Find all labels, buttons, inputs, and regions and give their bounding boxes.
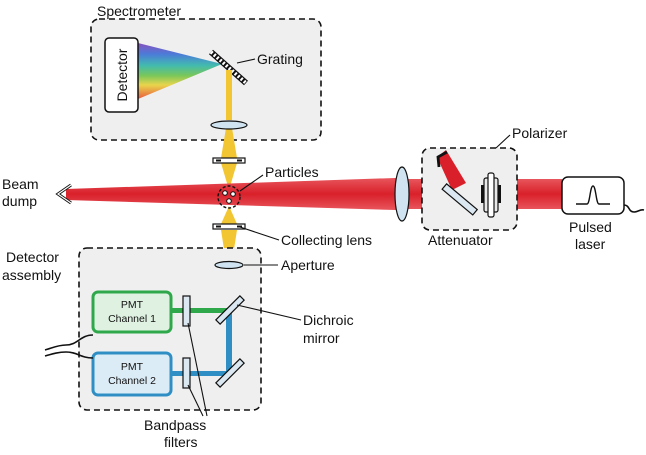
focusing-lens	[394, 166, 410, 222]
pmt-cable-2	[44, 351, 94, 359]
pmt-cable-1	[44, 334, 94, 351]
grating-label: Grating	[257, 51, 303, 67]
particles-label: Particles	[265, 164, 319, 180]
pmt-channel-1	[91, 290, 173, 334]
polarizer-label: Polarizer	[512, 125, 568, 141]
channel-2-beam-vertical	[226, 313, 232, 373]
detector-block	[104, 37, 139, 113]
bandpass-label-1: Bandpass	[144, 417, 206, 433]
bandpass-filter-1	[182, 295, 191, 327]
pmt2-label-1: PMT	[121, 361, 144, 373]
dichroic-label-2: mirror	[303, 330, 340, 346]
attenuator-label: Attenuator	[428, 232, 493, 248]
pmt2-label-2: Channel 2	[108, 375, 156, 387]
fold-mirror	[215, 358, 245, 388]
collected-cone-upper	[221, 163, 237, 190]
detector-label: Detector	[114, 48, 130, 101]
attenuator-plate	[441, 183, 479, 216]
channel-1-beam	[172, 308, 230, 313]
collected-cone-upper-2	[221, 128, 237, 158]
lower-objective	[212, 223, 246, 230]
attenuator-reflection	[437, 150, 466, 190]
spectrum-fan	[138, 43, 222, 99]
bandpass-filter-2	[182, 357, 191, 389]
dichroic-label-1: Dichroic	[303, 312, 354, 328]
bandpass-label-2: filters	[164, 434, 197, 450]
attenuator-dump-icon	[436, 150, 448, 168]
pulse-icon	[576, 185, 610, 205]
polarizer-mount	[481, 172, 501, 218]
spectrometer-label: Spectrometer	[97, 3, 181, 19]
laser-cable	[623, 204, 645, 213]
detector-assembly-label-2: assembly	[2, 267, 61, 283]
upper-objective	[212, 157, 246, 164]
pmt1-label-1: PMT	[121, 299, 144, 311]
beam-dump-label-2: dump	[2, 193, 37, 209]
collecting-lens-label: Collecting lens	[281, 232, 372, 248]
aperture-label: Aperture	[281, 257, 335, 273]
pmt-channel-2	[91, 351, 173, 397]
beam-dump-label-1: Beam	[2, 176, 39, 192]
pulsed-laser-label-1: Pulsed	[569, 219, 612, 235]
pulsed-laser-label-2: laser	[575, 236, 606, 252]
particles-icon	[217, 185, 241, 209]
spectrometer-lens	[210, 120, 248, 130]
grating	[209, 49, 248, 86]
attenuator-box	[421, 147, 518, 231]
dichroic-mirror	[215, 295, 245, 325]
detector-assembly-label-1: Detector	[6, 249, 59, 265]
pmt1-label-2: Channel 1	[108, 313, 156, 325]
pulsed-laser-box	[561, 176, 625, 215]
aperture	[214, 260, 244, 270]
channel-2-beam	[172, 371, 232, 376]
collected-beam-upper	[226, 70, 232, 120]
collected-cone-lower	[221, 206, 237, 224]
